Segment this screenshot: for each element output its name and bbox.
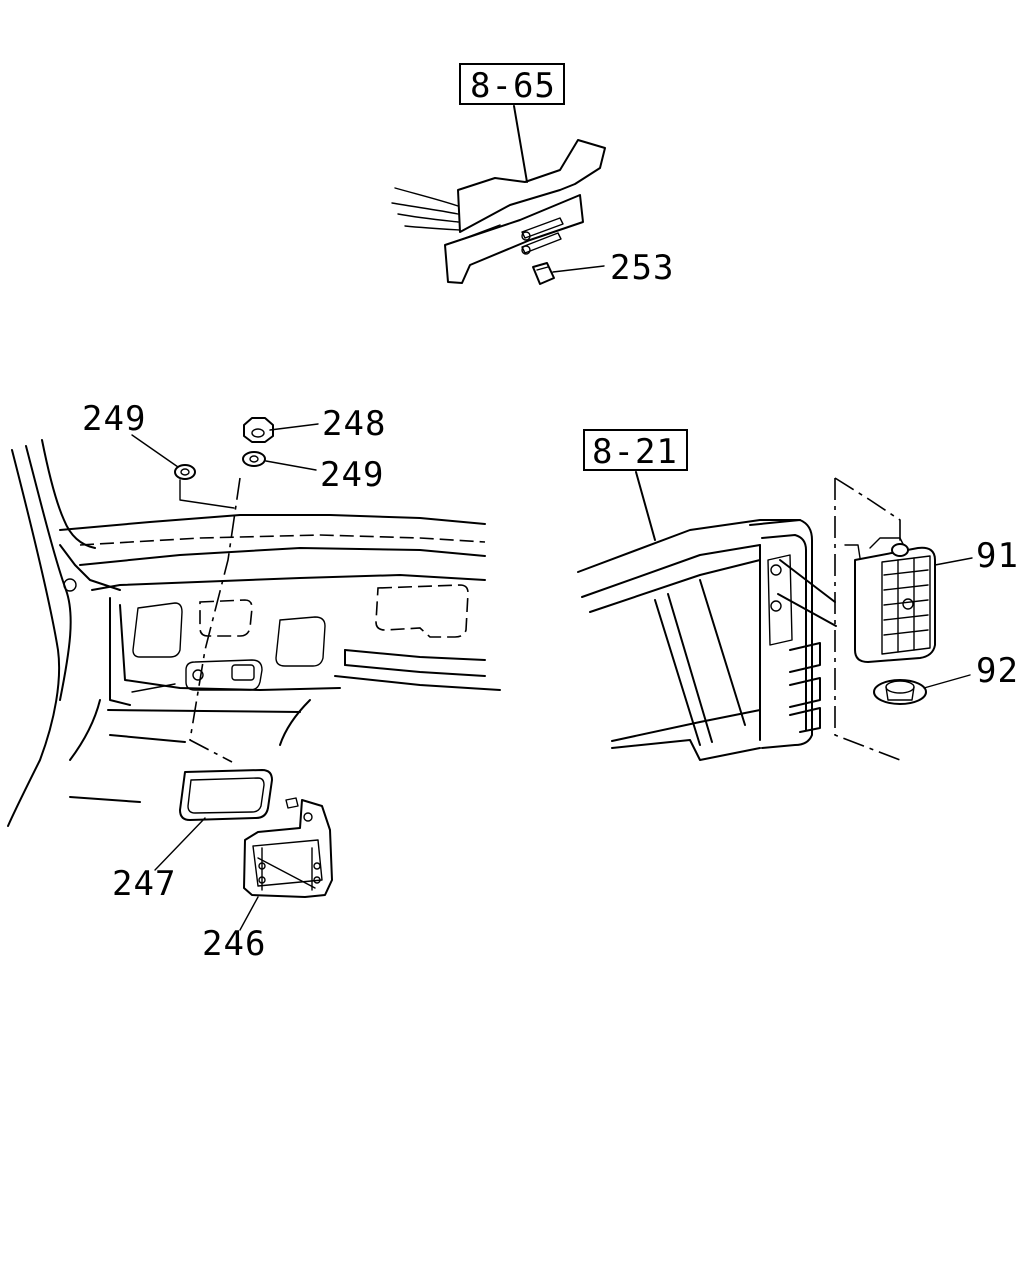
callout-label-246: 246 (202, 924, 266, 964)
cab-interior-panel (7, 439, 501, 827)
callout-246: 246 (202, 896, 266, 964)
vent-91 (844, 537, 936, 663)
callout-label-249-right: 249 (320, 455, 384, 495)
reference-label-8-65: 8-65 (470, 66, 556, 106)
reference-box-8-65: 8-65 (459, 63, 565, 183)
callout-249-right: 249 (265, 455, 384, 495)
gasket-247 (179, 769, 273, 821)
callout-label-248: 248 (322, 404, 386, 444)
callout-label-247: 247 (112, 864, 176, 904)
reference-box-8-21: 8-21 (583, 429, 688, 541)
callout-label-253: 253 (610, 248, 674, 288)
lamp-246 (243, 797, 333, 898)
grommet-92 (873, 679, 927, 705)
frame-assembly (577, 477, 901, 761)
callout-label-249-left: 249 (82, 399, 146, 439)
callout-label-91: 91 (976, 536, 1019, 576)
washer-249-left (174, 464, 196, 480)
callout-249-left: 249 (82, 399, 179, 468)
callout-92: 92 (923, 651, 1019, 691)
callout-253: 253 (552, 248, 674, 288)
washer-249-right (242, 451, 266, 467)
nut-248 (243, 417, 274, 443)
callout-label-92: 92 (976, 651, 1019, 691)
callout-248: 248 (269, 404, 386, 444)
callout-91: 91 (934, 536, 1019, 576)
reference-label-8-21: 8-21 (592, 432, 678, 472)
callout-247: 247 (112, 817, 206, 904)
harness-bracket-assembly (391, 139, 606, 285)
